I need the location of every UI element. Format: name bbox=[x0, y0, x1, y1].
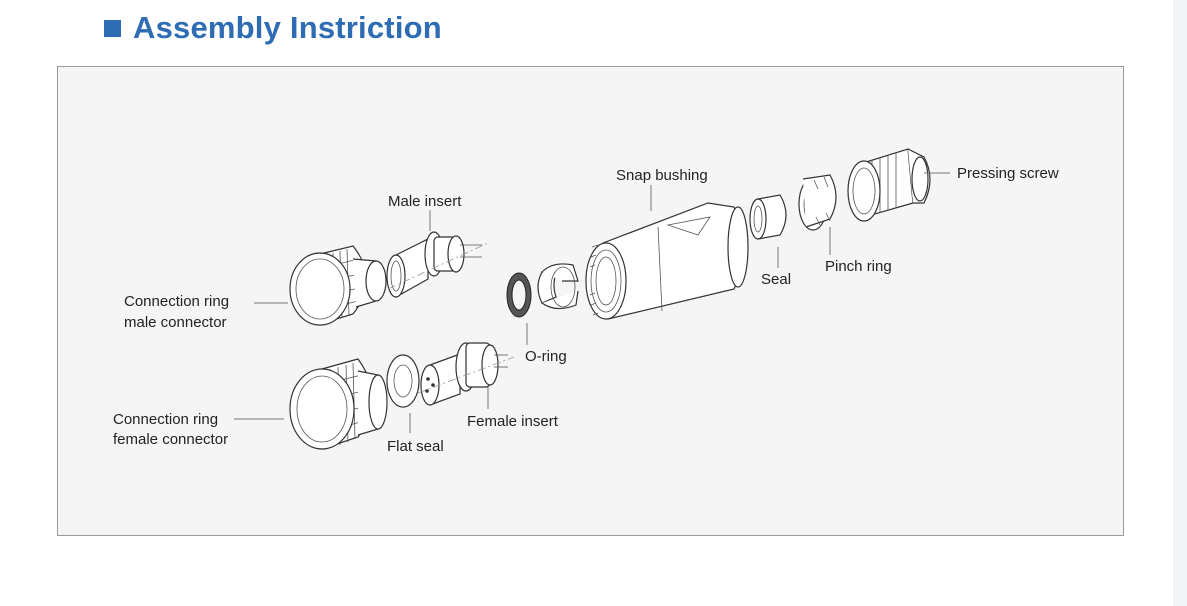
label-pinch-ring: Pinch ring bbox=[825, 258, 892, 275]
assembly-diagram-panel: Male insert Snap bushing Pressing screw … bbox=[57, 66, 1124, 536]
section-title: Assembly Instriction bbox=[133, 10, 442, 45]
page-scroll-gutter bbox=[1173, 0, 1187, 606]
heading-square-icon bbox=[104, 19, 121, 37]
label-pressing-screw: Pressing screw bbox=[957, 165, 1059, 182]
label-conn-male-line2: male connector bbox=[124, 314, 227, 331]
connection-ring-male bbox=[289, 245, 387, 326]
seal-part bbox=[749, 194, 787, 240]
snap-bushing bbox=[585, 202, 749, 320]
label-female-insert: Female insert bbox=[467, 413, 559, 430]
label-male-insert: Male insert bbox=[388, 193, 462, 210]
connection-ring-female bbox=[289, 358, 388, 450]
assembly-diagram: Male insert Snap bushing Pressing screw … bbox=[113, 148, 1059, 455]
female-insert bbox=[417, 342, 515, 406]
label-snap-bushing: Snap bushing bbox=[616, 167, 708, 184]
pressing-screw-part bbox=[847, 148, 931, 222]
label-conn-female-line2: female connector bbox=[113, 431, 228, 448]
leader-lines bbox=[234, 172, 950, 433]
male-insert bbox=[386, 231, 489, 299]
o-ring bbox=[506, 272, 532, 318]
label-conn-male-line1: Connection ring bbox=[124, 293, 229, 310]
split-ring bbox=[537, 263, 579, 310]
label-conn-female-line1: Connection ring bbox=[113, 411, 218, 428]
section-heading: Assembly Instriction bbox=[104, 8, 442, 48]
flat-seal bbox=[386, 354, 420, 408]
label-seal: Seal bbox=[761, 271, 791, 288]
label-o-ring: O-ring bbox=[525, 348, 567, 365]
pinch-ring-part bbox=[798, 174, 837, 231]
label-flat-seal: Flat seal bbox=[387, 438, 444, 455]
